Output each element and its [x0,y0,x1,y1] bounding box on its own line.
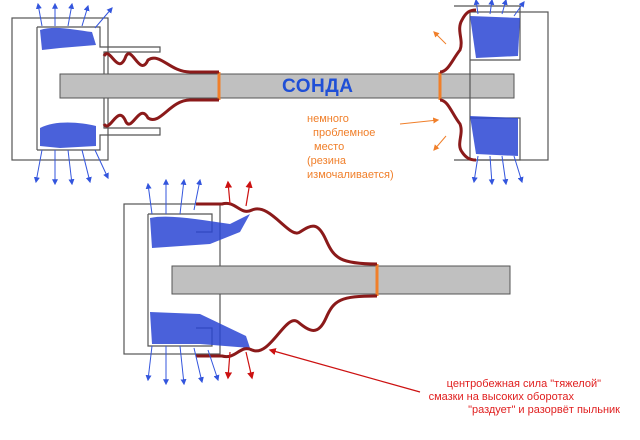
top-right-flow-arrows [471,0,525,186]
bottom-force-arrows [224,180,421,393]
bottom-boot [196,201,378,359]
top-probe-rod [59,72,515,100]
problem-note-line-3: место [314,141,345,153]
top-left-grease [40,27,96,148]
bottom-grease [150,214,250,348]
problem-note-line-1: немного [307,113,349,125]
top-right-boot [439,8,477,162]
top-right-orange-arrows [399,31,447,151]
top-right-grease [470,16,520,156]
problem-note-line-2: проблемное [313,127,376,139]
bottom-flow-arrows [145,178,220,386]
top-left-boot [102,52,219,128]
bottom-probe-rod [171,264,511,296]
force-note-line-3: "раздует" и разорвёт пыльник [468,404,620,416]
top-left-flow-arrows [33,2,113,186]
force-note-line-1: центробежная сила "тяжелой" [446,378,601,390]
problem-note-line-5: измочаливается) [307,169,394,181]
probe-label: СОНДА [282,76,354,97]
force-note-line-2: смазки на высоких оборотах [428,391,574,403]
centrifugal-force-note: центробежная сила "тяжелой" смазки на вы… [424,378,620,417]
problem-area-note: немного проблемное место (резина измочал… [307,112,394,182]
problem-note-line-4: (резина [307,155,347,167]
